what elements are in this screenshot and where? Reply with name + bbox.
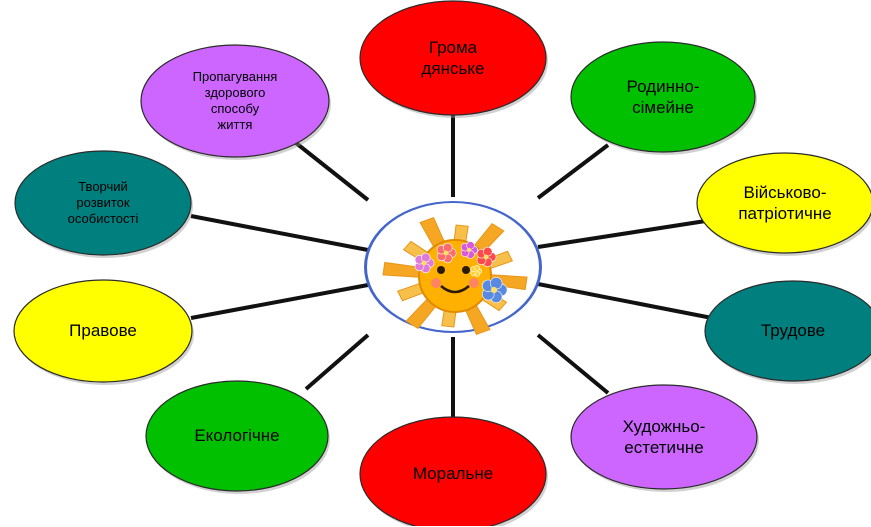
connector-rodynno-simeine	[536, 143, 610, 200]
node-label-trudove: Трудове	[760, 321, 826, 341]
node-label-hromadianske: Грома дянське	[421, 37, 485, 78]
sun-smile	[440, 285, 470, 294]
sun-eye-left	[437, 266, 445, 274]
node-moralne	[359, 416, 547, 526]
connector-propahuvannia	[294, 141, 370, 202]
center-sun-icon	[364, 201, 542, 336]
flower-petal	[482, 246, 493, 257]
topic-nodes	[13, 0, 871, 526]
connector-ekolohichne	[304, 333, 370, 391]
flower-petal	[420, 252, 431, 263]
connector-tvorchyi-rozvytok	[190, 214, 369, 252]
node-rodynno-simeine	[570, 41, 756, 153]
connector-viiskovo-patriotychne	[537, 218, 713, 249]
sun-face	[419, 240, 491, 312]
node-label-ekolohichne: Екологічне	[194, 426, 280, 446]
flower-center	[474, 269, 478, 273]
node-label-rodynno-simeine: Родинно- сімейне	[626, 76, 700, 117]
node-label-moralne: Моральне	[412, 464, 494, 484]
node-tvorchyi-rozvytok	[14, 150, 192, 256]
node-pravove	[13, 279, 193, 383]
flower-petal	[474, 265, 480, 271]
connector-lines	[190, 114, 713, 420]
node-label-propahuvannia: Пропагування здорового способу життя	[192, 68, 278, 133]
node-trudove	[704, 280, 871, 382]
node-propahuvannia	[140, 44, 330, 158]
flower-petal	[442, 242, 453, 253]
flower-center	[483, 254, 489, 260]
flower-center	[490, 286, 498, 294]
connector-pravove	[190, 283, 369, 320]
node-label-khudozhno-estetychne: Художньо- естетичне	[622, 416, 706, 457]
flower-petal	[466, 241, 475, 250]
node-hromadianske	[359, 0, 547, 116]
node-viiskovo-patriotychne	[696, 152, 871, 254]
flower-petal	[490, 277, 503, 290]
node-label-tvorchyi-rozvytok: Творчий розвиток особистості	[67, 178, 139, 227]
sun-eye-right	[462, 266, 470, 274]
node-ekolohichne	[145, 380, 329, 492]
flower-center	[421, 260, 427, 266]
flower-center	[466, 247, 472, 253]
flower-center	[443, 250, 449, 256]
node-khudozhno-estetychne	[570, 384, 758, 490]
connector-khudozhno-estetychne	[536, 333, 610, 395]
node-label-viiskovo-patriotychne: Військово- патріотичне	[738, 182, 832, 223]
node-label-pravove: Правове	[69, 321, 137, 341]
flowers-icon	[414, 241, 508, 303]
connector-trudove	[537, 282, 713, 320]
